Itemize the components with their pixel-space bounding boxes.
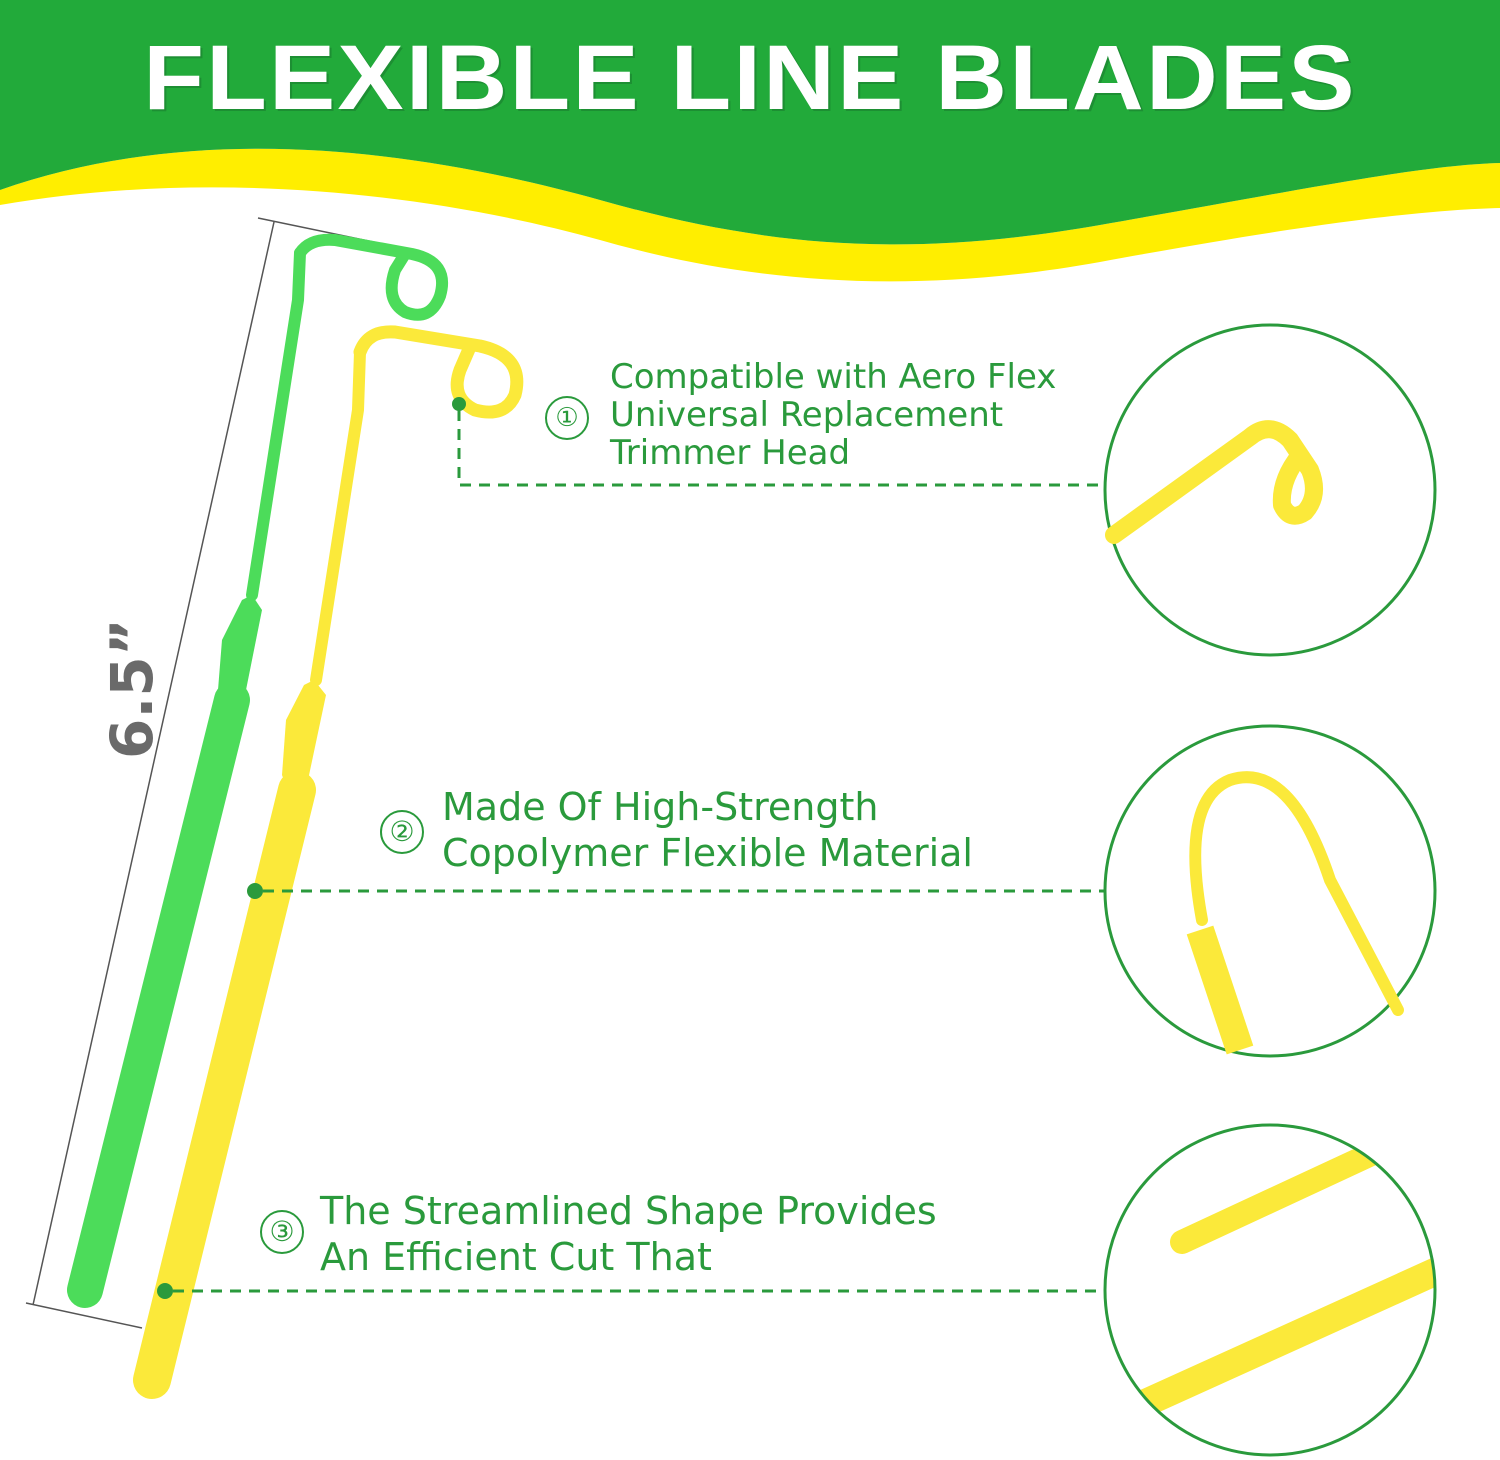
callout-3-connector	[157, 1283, 1105, 1299]
feature-2-line-1: Made Of High-Strength	[442, 785, 879, 829]
feature-3: ③ The Streamlined Shape Provides An Effi…	[260, 1188, 937, 1280]
feature-1-line-1: Compatible with Aero Flex	[610, 357, 1057, 397]
feature-2: ② Made Of High-Strength Copolymer Flexib…	[380, 784, 973, 876]
dimension-label: 6.5”	[98, 618, 166, 759]
feature-2-number: ②	[380, 810, 424, 854]
green-blade	[67, 233, 449, 1308]
feature-1-line-2: Universal Replacement	[610, 395, 1004, 435]
feature-1: ① Compatible with Aero Flex Universal Re…	[545, 358, 1056, 472]
page-title: FLEXIBLE LINE BLADES	[143, 27, 1357, 129]
feature-1-line-3: Trimmer Head	[610, 433, 851, 473]
header-green-area	[0, 0, 1500, 245]
callout-2-connector	[247, 883, 1105, 899]
detail-circle-blade-tips	[1103, 1123, 1437, 1457]
feature-3-line-1: The Streamlined Shape Provides	[320, 1189, 937, 1233]
feature-1-number: ①	[545, 396, 589, 440]
detail-circle-bent-blade	[1103, 724, 1437, 1058]
feature-3-line-2: An Efficient Cut That	[320, 1235, 712, 1279]
detail-circle-loop-head	[1103, 323, 1437, 657]
header-yellow-band	[0, 148, 1500, 282]
feature-3-number: ③	[260, 1210, 304, 1254]
feature-2-line-2: Copolymer Flexible Material	[442, 831, 973, 875]
callout-1-connector	[452, 397, 1105, 487]
